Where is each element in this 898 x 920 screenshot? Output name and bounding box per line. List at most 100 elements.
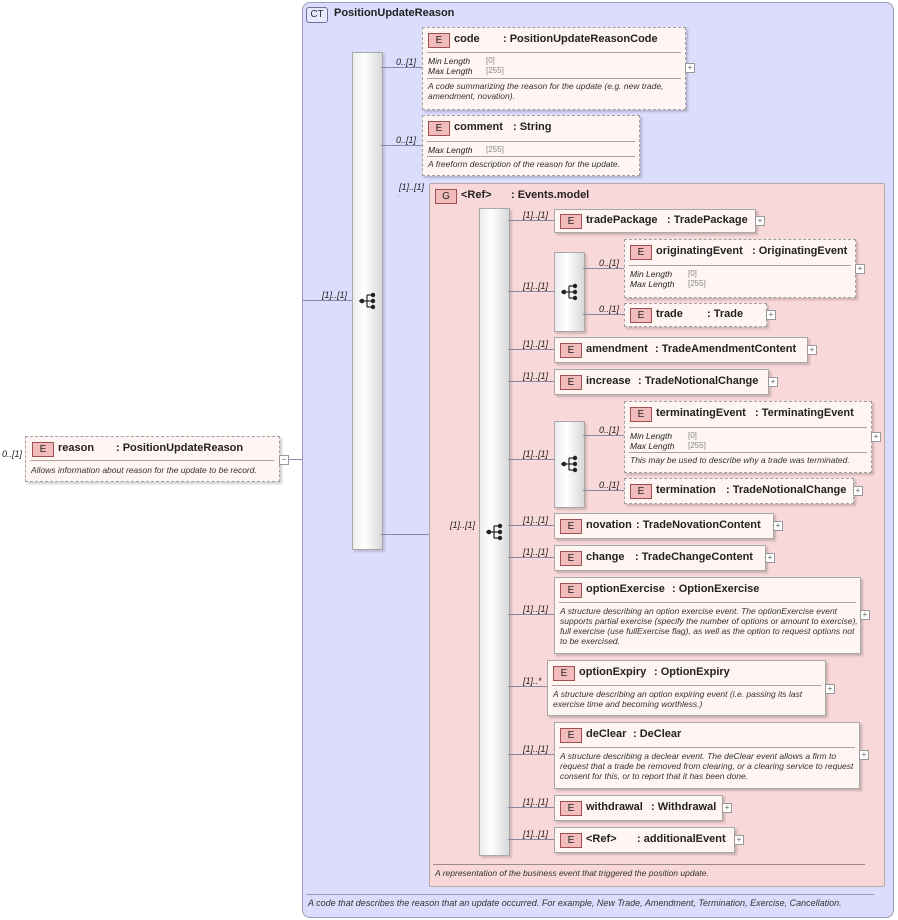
originatingEvent-element-box[interactable]: E originatingEvent : OriginatingEvent Mi…: [624, 239, 856, 298]
facet-value: [255]: [486, 66, 504, 75]
facet-value: [255]: [486, 145, 504, 154]
inner-sequence-compositor[interactable]: [479, 208, 510, 856]
element-tag: E: [32, 442, 54, 457]
facet-label: Max Length: [630, 279, 675, 289]
expand-icon[interactable]: +: [685, 63, 695, 73]
expand-icon[interactable]: +: [859, 750, 869, 760]
element-doc: This may be used to describe why a trade…: [630, 455, 850, 465]
element-tag: E: [428, 121, 450, 136]
cardinality: [1]..[1]: [523, 797, 549, 807]
element-type: : TradeChangeContent: [635, 551, 753, 563]
cardinality: [1]..[1]: [523, 547, 549, 557]
cardinality: 0..[1]: [599, 425, 620, 435]
group-name: <Ref>: [461, 189, 492, 201]
termination-element-box[interactable]: E termination : TradeNotionalChange: [624, 478, 854, 504]
choice-icon: [561, 455, 578, 473]
expand-icon[interactable]: +: [768, 377, 778, 387]
cardinality: [1]..[1]: [523, 371, 549, 381]
choice-icon: [561, 283, 578, 301]
element-name: reason: [58, 442, 95, 454]
cardinality: [1]..[1]: [523, 281, 549, 291]
expand-icon[interactable]: +: [734, 835, 744, 845]
element-tag: E: [630, 308, 652, 323]
sequence-icon: [486, 523, 503, 541]
terminatingEvent-element-box[interactable]: E terminatingEvent : TerminatingEvent Mi…: [624, 401, 872, 473]
tradePackage-element-box[interactable]: E tradePackage : TradePackage: [554, 209, 756, 233]
element-name: deClear: [586, 728, 627, 740]
group-tag: G: [435, 189, 457, 204]
element-type: : OriginatingEvent: [752, 245, 848, 257]
additionalEvent-element-box[interactable]: E <Ref> : additionalEvent: [554, 827, 735, 853]
element-name: termination: [656, 484, 716, 496]
cardinality: [1]..[1]: [523, 515, 549, 525]
optionExercise-element-box[interactable]: E optionExercise : OptionExercise A stru…: [554, 577, 861, 654]
element-name: terminatingEvent: [656, 407, 746, 419]
expand-icon[interactable]: +: [773, 521, 783, 531]
group-doc: A representation of the business event t…: [435, 868, 709, 878]
expand-icon[interactable]: +: [807, 345, 817, 355]
cardinality: 0..[1]: [599, 258, 620, 268]
facet-value: [0]: [486, 56, 495, 65]
element-tag: E: [553, 666, 575, 681]
element-name: increase: [586, 375, 631, 387]
element-tag: E: [560, 833, 582, 848]
expand-icon[interactable]: +: [871, 432, 881, 442]
inner-sequence-cardinality: [1]..[1]: [450, 520, 476, 530]
expand-icon[interactable]: +: [755, 216, 765, 226]
deClear-element-box[interactable]: E deClear : DeClear A structure describi…: [554, 722, 860, 789]
facet-value: [0]: [688, 269, 697, 278]
expand-icon[interactable]: +: [855, 264, 865, 274]
element-tag: E: [560, 801, 582, 816]
element-doc: A structure describing a declear event. …: [560, 751, 854, 781]
element-doc: Allows information about reason for the …: [31, 465, 257, 475]
element-tag: E: [630, 407, 652, 422]
choice-compositor[interactable]: [554, 252, 585, 332]
element-tag: E: [560, 375, 582, 390]
complex-type-tag: CT: [306, 7, 328, 23]
element-name: change: [586, 551, 625, 563]
expand-icon[interactable]: +: [722, 803, 732, 813]
element-name: <Ref>: [586, 833, 617, 845]
expand-icon[interactable]: +: [825, 684, 835, 694]
element-name: originatingEvent: [656, 245, 743, 257]
element-doc: A structure describing an option exercis…: [560, 606, 858, 646]
trade-element-box[interactable]: E trade : Trade: [624, 303, 767, 327]
expand-icon[interactable]: +: [766, 310, 776, 320]
code-element-box[interactable]: E code : PositionUpdateReasonCode Min Le…: [422, 27, 686, 110]
novation-element-box[interactable]: E novation : TradeNovationContent: [554, 513, 774, 539]
root-cardinality: 0..[1]: [2, 449, 23, 459]
element-type: : DeClear: [633, 728, 682, 740]
amendment-element-box[interactable]: E amendment : TradeAmendmentContent: [554, 337, 808, 363]
element-name: optionExpiry: [579, 666, 647, 678]
element-tag: E: [630, 484, 652, 499]
cardinality: [1]..[1]: [523, 449, 549, 459]
choice-compositor[interactable]: [554, 421, 585, 508]
change-element-box[interactable]: E change : TradeChangeContent: [554, 545, 766, 571]
facet-value: [0]: [688, 431, 697, 440]
expand-icon[interactable]: +: [860, 610, 870, 620]
element-type: : additionalEvent: [637, 833, 726, 845]
root-element-box[interactable]: E reason : PositionUpdateReason Allows i…: [25, 436, 280, 482]
increase-element-box[interactable]: E increase : TradeNotionalChange: [554, 369, 769, 395]
expand-icon[interactable]: +: [765, 553, 775, 563]
sequence-compositor[interactable]: [352, 52, 383, 550]
withdrawal-element-box[interactable]: E withdrawal : Withdrawal: [554, 795, 723, 821]
sequence-cardinality: [1]..[1]: [322, 290, 348, 300]
facet-label: Max Length: [630, 441, 675, 451]
collapse-icon[interactable]: −: [279, 455, 289, 465]
facet-label: Min Length: [630, 431, 673, 441]
expand-icon[interactable]: +: [853, 486, 863, 496]
element-tag: E: [560, 343, 582, 358]
optionExpiry-element-box[interactable]: E optionExpiry : OptionExpiry A structur…: [547, 660, 826, 716]
cardinality: 0..[1]: [396, 57, 417, 67]
cardinality: 0..[1]: [599, 304, 620, 314]
element-name: withdrawal: [586, 801, 643, 813]
comment-element-box[interactable]: E comment : String Max Length [255] A fr…: [422, 115, 640, 176]
element-type: : TradeNotionalChange: [638, 375, 759, 387]
element-doc: A code summarizing the reason for the up…: [428, 81, 664, 101]
element-tag: E: [560, 551, 582, 566]
facet-value: [255]: [688, 441, 706, 450]
element-type: : TerminatingEvent: [755, 407, 854, 419]
element-name: trade: [656, 308, 683, 320]
cardinality: [1]..*: [523, 676, 542, 686]
